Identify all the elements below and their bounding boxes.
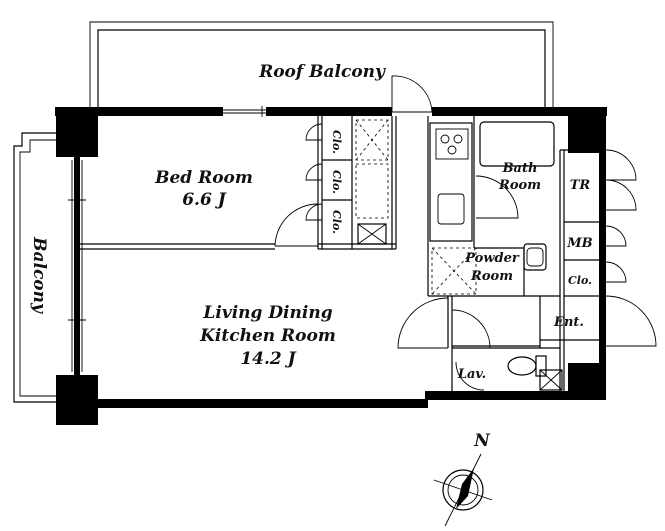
compass-north-label: N <box>473 431 491 451</box>
bath-room-label-line2: Room <box>498 178 541 193</box>
kitchen-counter <box>429 122 473 242</box>
powder-room-label-line1: Powder <box>464 251 520 266</box>
lavatory-label: Lav. <box>457 367 486 382</box>
closet-2-label: Clo. <box>330 170 343 194</box>
balcony-label: Balcony <box>29 236 49 314</box>
tr-label: TR <box>570 178 591 193</box>
exterior-walls <box>55 107 607 425</box>
bath-room-label-line1: Bath <box>502 161 538 176</box>
balcony-outline <box>13 132 62 403</box>
closet-3-label: Clo. <box>330 210 343 234</box>
ldk-label-line2: Kitchen Room <box>199 326 336 346</box>
roof-balcony-outline <box>89 21 554 112</box>
roof-balcony-label: Roof Balcony <box>258 62 386 82</box>
powder-room-label-line2: Room <box>470 269 513 284</box>
entrance-label: Ent. <box>553 315 584 330</box>
doors <box>274 75 657 391</box>
windows <box>68 106 266 372</box>
compass: N <box>433 431 493 527</box>
compass-needle <box>456 468 474 509</box>
ldk-label-line1: Living Dining <box>202 303 332 323</box>
storage-boxes <box>355 119 563 391</box>
washbasin <box>523 243 547 271</box>
bed-room-label: Bed Room <box>154 168 253 188</box>
mb-label: MB <box>566 236 592 251</box>
closet-label: Clo. <box>568 274 592 287</box>
bathtub <box>479 121 555 167</box>
ldk-size: 14.2 J <box>240 349 296 369</box>
closet-1-label: Clo. <box>330 130 343 154</box>
toilet <box>507 355 547 377</box>
bed-room-size: 6.6 J <box>182 190 226 210</box>
